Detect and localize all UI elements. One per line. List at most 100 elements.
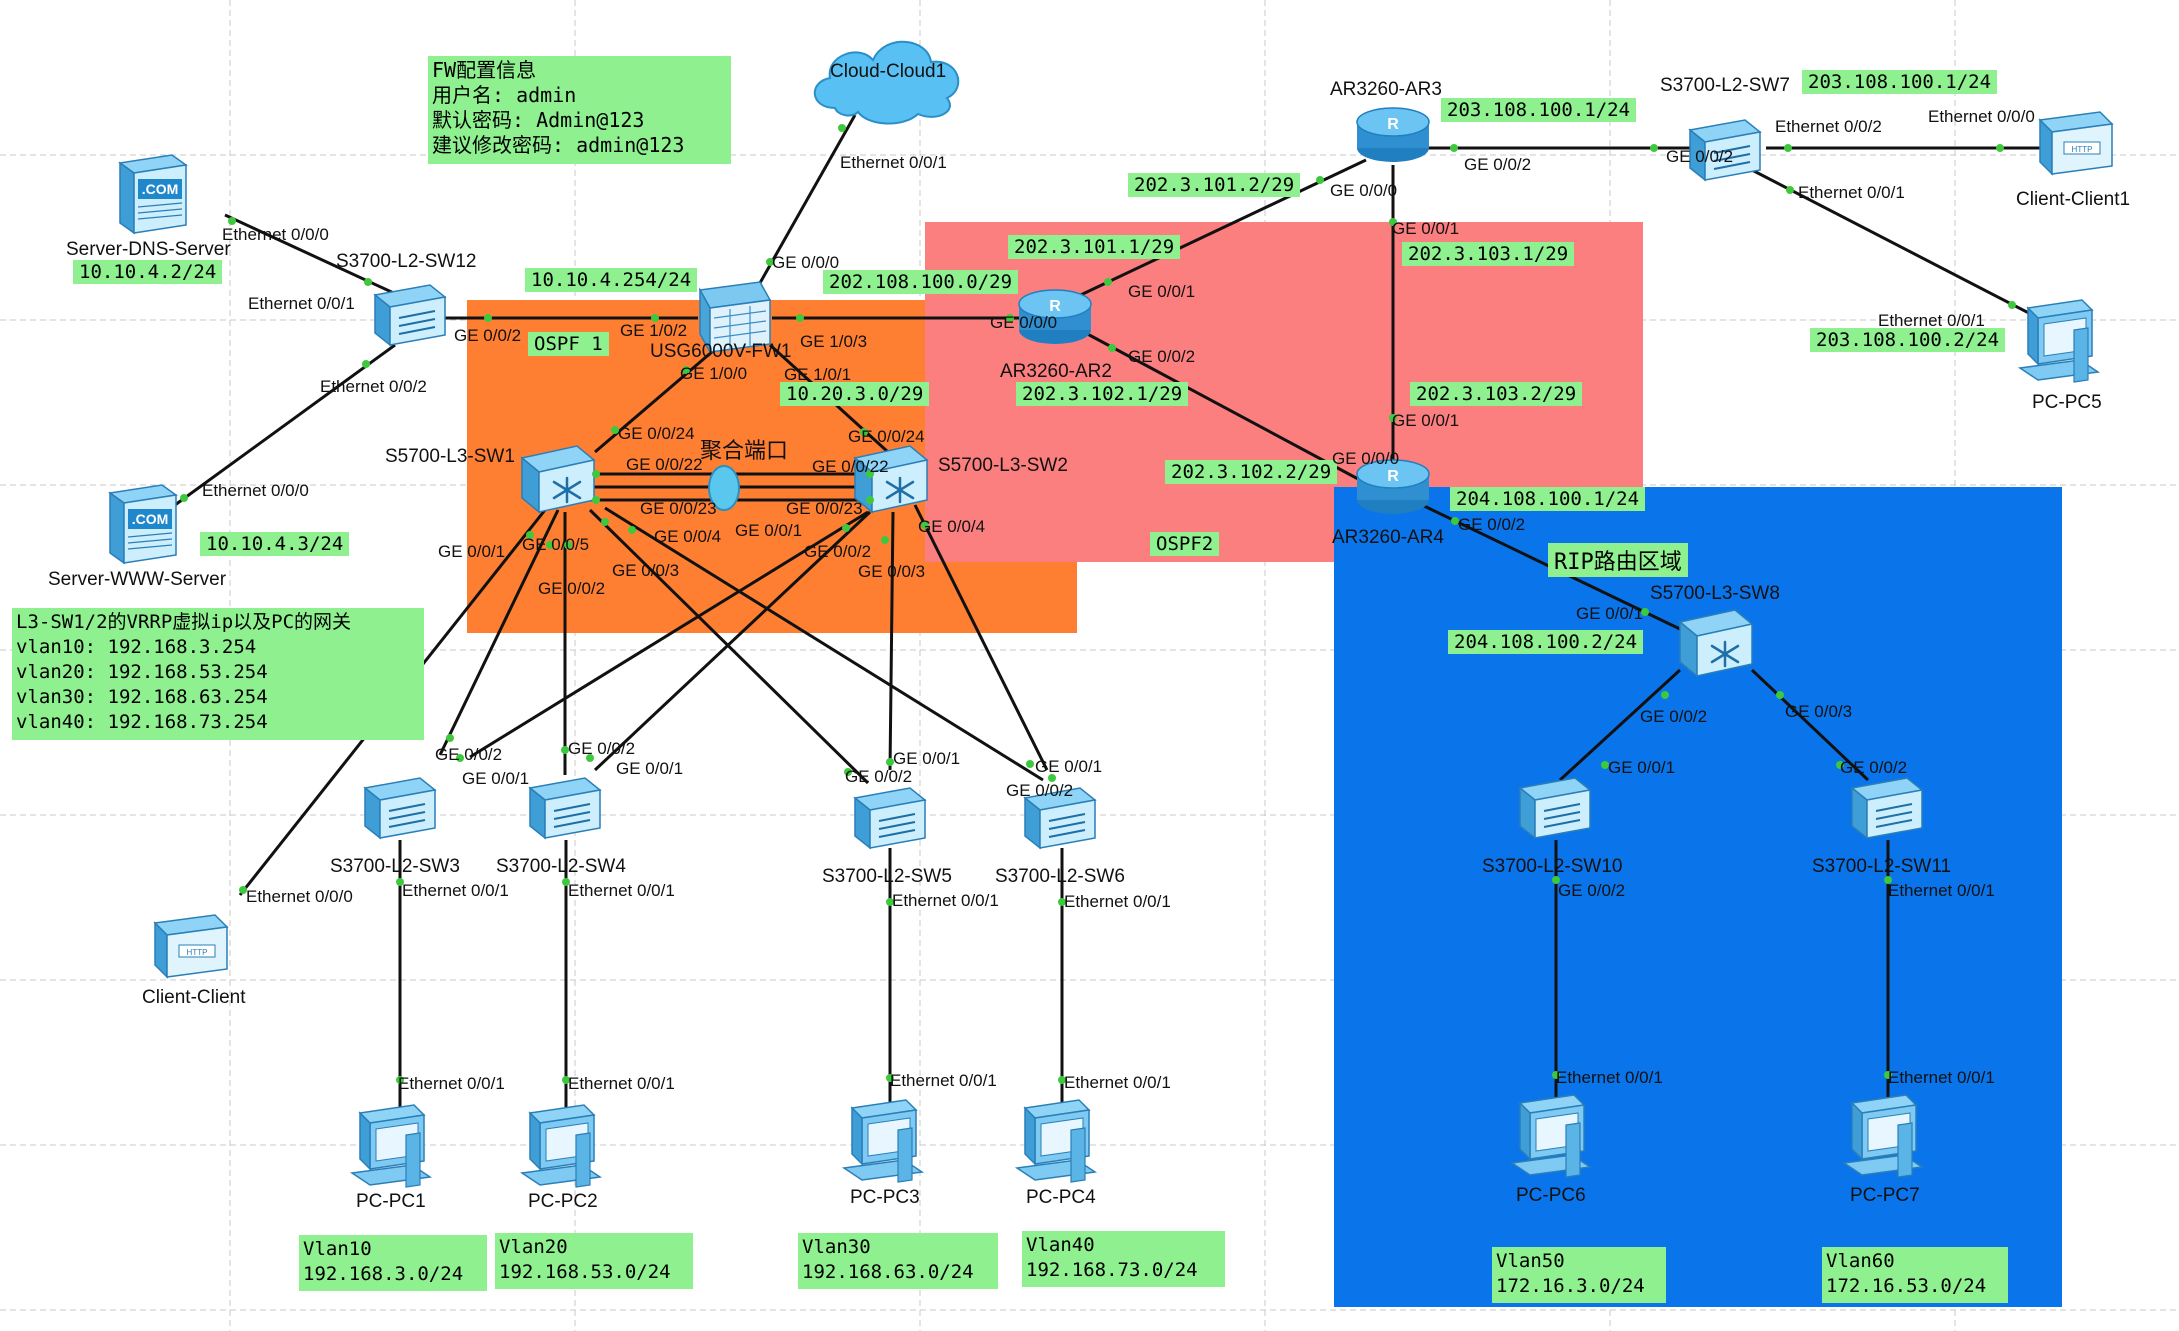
ip-label: 202.3.101.1/29 [1008, 235, 1181, 259]
port-label: GE 1/0/0 [680, 364, 748, 383]
port-label: GE 0/0/1 [1608, 758, 1676, 777]
ip-label: 10.20.3.0/29 [780, 382, 930, 406]
cloud-icon[interactable] [813, 40, 960, 125]
port-label: GE 0/0/23 [786, 499, 863, 518]
port-label: GE 0/0/1 [462, 769, 530, 788]
port-label: Ethernet 0/0/1 [1888, 1068, 1995, 1087]
port-label: GE 0/0/4 [654, 527, 722, 546]
l2-switch-icon[interactable] [528, 777, 602, 840]
l2-switch-icon[interactable] [373, 284, 447, 347]
device-label: S3700-L2-SW4 [496, 856, 626, 877]
l2-switch-icon[interactable] [363, 777, 437, 840]
port-label: GE 0/0/0 [1332, 449, 1400, 468]
port-label: GE 0/0/1 [1035, 757, 1103, 776]
device-label: AR3260-AR2 [1000, 361, 1112, 382]
svg-text:R: R [1387, 116, 1399, 133]
device-label: PC-PC1 [356, 1191, 426, 1212]
port-label: Ethernet 0/0/1 [1878, 311, 1985, 330]
ip-label: 202.3.102.2/29 [1165, 460, 1338, 484]
ip-label: 203.108.100.1/24 [1441, 98, 1637, 122]
l2-switch-icon[interactable] [853, 787, 927, 850]
device-label: S3700-L2-SW5 [822, 866, 952, 887]
link-sw7-pc5 [1751, 168, 2053, 327]
device-label: Server-WWW-Server [48, 569, 227, 590]
link-sw1-sw5 [588, 508, 870, 785]
link-sw8-sw11 [1750, 668, 1870, 782]
port-label: GE 0/0/23 [640, 499, 717, 518]
port-label: Ethernet 0/0/1 [892, 891, 999, 910]
router-icon[interactable]: R [1018, 289, 1092, 344]
pc-icon[interactable] [1841, 1094, 1925, 1178]
l3-switch-icon[interactable] [853, 445, 929, 514]
port-label: GE 0/0/4 [918, 517, 986, 536]
port-label: Ethernet 0/0/1 [568, 1074, 675, 1093]
port-label: GE 0/0/1 [1392, 411, 1460, 430]
port-label: GE 0/0/1 [1576, 604, 1644, 623]
firewall-icon[interactable] [698, 281, 772, 355]
port-label: GE 0/0/3 [1785, 702, 1853, 721]
link-sw2-sw4 [593, 510, 872, 772]
router-icon[interactable]: R [1356, 107, 1430, 162]
aggregate-oval [708, 465, 740, 511]
port-label: Ethernet 0/0/0 [202, 481, 309, 500]
port-label: GE 0/0/2 [568, 739, 636, 758]
l2-switch-icon[interactable] [1518, 777, 1592, 840]
device-label: Client-Client1 [2016, 189, 2131, 210]
pc-icon[interactable] [1014, 1099, 1098, 1183]
port-label: Ethernet 0/0/0 [246, 887, 353, 906]
device-label: Server-DNS-Server [66, 239, 231, 260]
port-label: GE 1/0/1 [784, 365, 852, 384]
l2-switch-icon[interactable] [1850, 777, 1924, 840]
vrrp-note: L3-SW1/2的VRRP虚拟ip以及PC的网关 vlan10: 192.168… [12, 608, 424, 740]
port-label: GE 0/0/22 [626, 455, 703, 474]
link-sw1-sw6 [604, 506, 1044, 782]
links [174, 114, 2053, 1115]
pc-icon[interactable] [841, 1099, 925, 1183]
port-label: GE 0/0/0 [772, 253, 840, 272]
l2-switch-icon[interactable] [1688, 119, 1762, 182]
port-label: GE 0/0/5 [522, 535, 590, 554]
l3-switch-icon[interactable] [520, 445, 596, 514]
pc-icon[interactable] [349, 1104, 433, 1188]
port-label: GE 0/0/1 [1392, 219, 1460, 238]
client-icon[interactable]: HTTP [153, 914, 229, 979]
device-label: PC-PC5 [2032, 392, 2102, 413]
port-label: GE 0/0/24 [848, 427, 925, 446]
link-fw-sw1 [594, 343, 721, 454]
device-label: PC-PC3 [850, 1187, 920, 1208]
server-icon[interactable]: .COM [108, 484, 178, 565]
port-label: GE 0/0/0 [990, 313, 1058, 332]
device-label: S3700-L2-SW3 [330, 856, 460, 877]
pc-icon[interactable] [2017, 299, 2101, 383]
svg-text:R: R [1387, 468, 1399, 485]
svg-text:R: R [1049, 298, 1061, 315]
device-label: AR3260-AR3 [1330, 79, 1442, 100]
port-label: Ethernet 0/0/1 [890, 1071, 997, 1090]
client-icon[interactable]: HTTP [2038, 111, 2114, 176]
svg-text:.COM: .COM [142, 181, 179, 197]
port-label: GE 0/0/1 [735, 521, 803, 540]
link-ar2-ar4 [1079, 328, 1361, 482]
router-icon[interactable]: R [1356, 459, 1430, 514]
link-sw2-sw6 [913, 504, 1049, 771]
port-label: Ethernet 0/0/1 [402, 881, 509, 900]
l2-switch-icon[interactable] [1023, 787, 1097, 850]
port-label: GE 0/0/2 [1458, 515, 1526, 534]
port-label: Ethernet 0/0/1 [1556, 1068, 1663, 1087]
l3-switch-icon[interactable] [1678, 609, 1754, 678]
port-label: GE 0/0/2 [1666, 147, 1734, 166]
port-label: Ethernet 0/0/0 [1928, 107, 2035, 126]
port-label: GE 0/0/24 [618, 424, 695, 443]
device-label: S5700-L3-SW2 [938, 455, 1068, 476]
server-icon[interactable]: .COM [118, 154, 188, 235]
pc-icon[interactable] [1509, 1094, 1593, 1178]
svg-text:.COM: .COM [132, 511, 169, 527]
port-label: Ethernet 0/0/1 [1888, 881, 1995, 900]
pc-icon[interactable] [519, 1104, 603, 1188]
ip-label: 202.3.102.1/29 [1016, 382, 1189, 406]
port-label: Ethernet 0/0/1 [568, 881, 675, 900]
ip-label: 10.10.4.2/24 [73, 260, 223, 284]
link-sw1-sw3 [438, 509, 560, 756]
